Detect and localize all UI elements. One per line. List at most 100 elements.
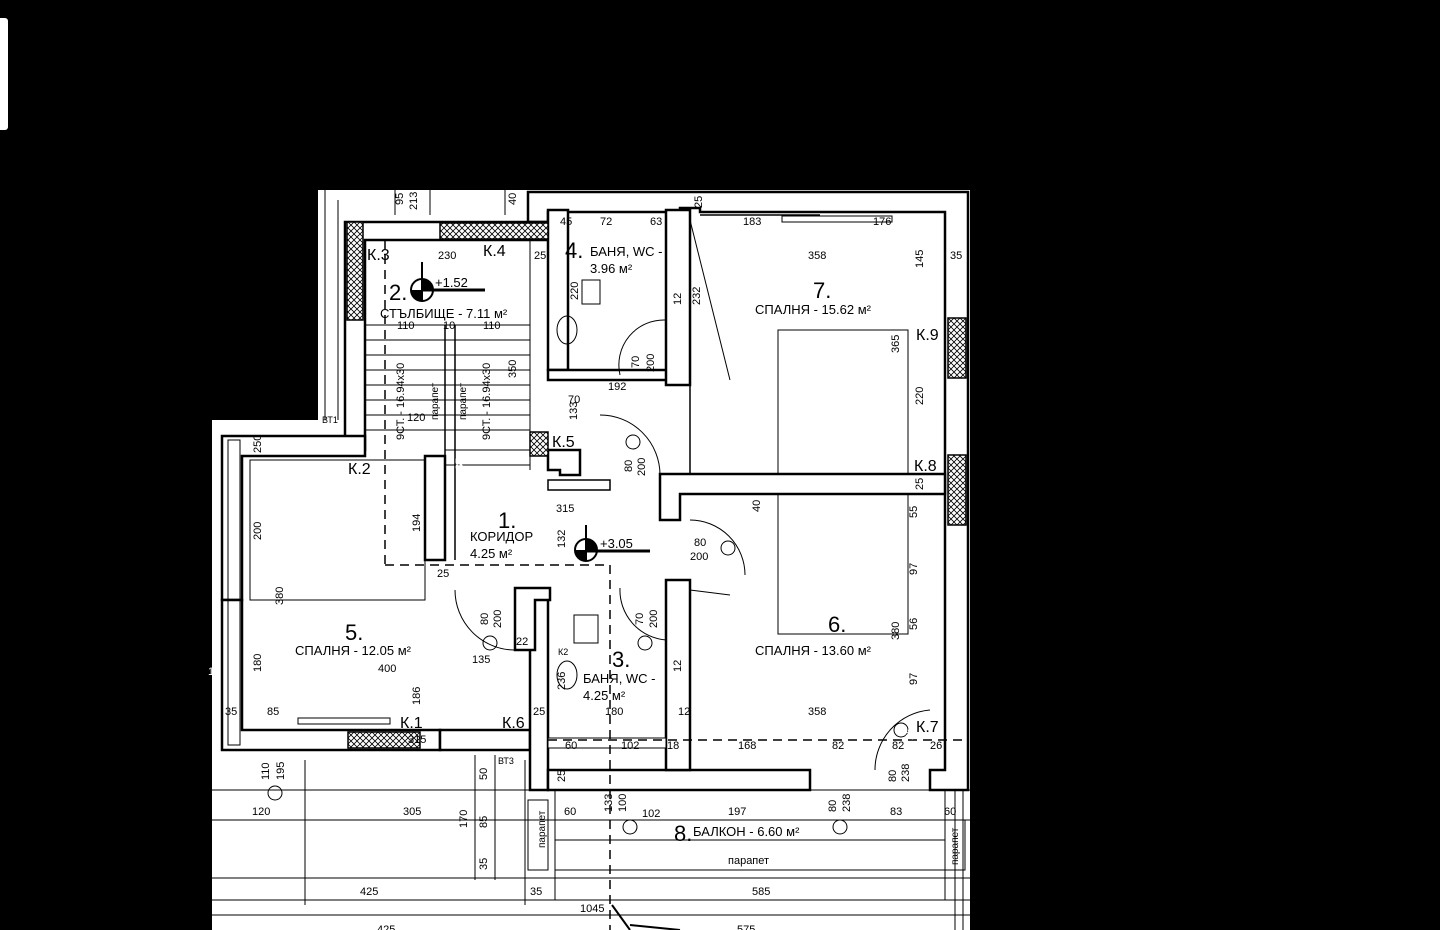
- dim-partial-0: 1: [208, 666, 214, 678]
- label-bt3: ВТ3: [498, 756, 514, 766]
- dim-110-v: 110: [260, 762, 272, 780]
- dim-35-a: 35: [950, 250, 962, 262]
- dim-200-d: 200: [492, 610, 504, 628]
- dim-132: 132: [556, 530, 568, 548]
- dim-95: 95: [394, 193, 406, 205]
- dim-102-b: 102: [642, 808, 660, 820]
- room-3-area: 4.25 м²: [583, 688, 626, 703]
- dim-230: 230: [438, 250, 456, 262]
- dim-176: 176: [873, 216, 891, 228]
- dim-82-a: 82: [832, 740, 844, 752]
- dim-120-b: 120: [252, 806, 270, 818]
- dim-25-d: 25: [914, 478, 926, 490]
- dim-192: 192: [608, 381, 626, 393]
- dimension-texts: 45 72 63 183 176 230 25 358 35 110 10 11…: [208, 216, 962, 930]
- dim-18: 18: [667, 740, 679, 752]
- room-1-area: 4.25 м²: [470, 546, 513, 561]
- label-parapet-balcony: парапет: [728, 855, 769, 867]
- label-k8: К.8: [914, 458, 937, 475]
- dim-120: 120: [407, 412, 425, 424]
- dim-194: 194: [411, 514, 423, 532]
- dim-40-top: 40: [507, 193, 519, 205]
- dimension-texts-vertical: 95 213 40 25 145 220 232 12 365 220 350 …: [252, 192, 926, 870]
- dim-200-c: 200: [252, 522, 264, 540]
- dim-60-a: 60: [565, 740, 577, 752]
- label-k3: К.3: [367, 247, 390, 264]
- window-edge-marker: [0, 18, 8, 130]
- dim-102-a: 102: [621, 740, 639, 752]
- room-1-number: 1.: [498, 508, 516, 533]
- dim-25-a: 25: [534, 250, 546, 262]
- dim-133-b: 133: [603, 794, 615, 812]
- dim-85-a: 85: [267, 706, 279, 718]
- dim-60-c: 60: [944, 806, 956, 818]
- dim-400: 400: [378, 663, 396, 675]
- dim-200-corr: 200: [690, 551, 708, 563]
- dim-365: 365: [890, 335, 902, 353]
- label-bt1: ВТ1: [322, 415, 338, 425]
- level-stair-text: +1.52: [435, 275, 468, 290]
- dim-75: 35: [454, 458, 466, 470]
- room-2-number: 2.: [389, 280, 407, 305]
- dim-232: 232: [691, 287, 703, 305]
- dim-35-b: 35: [225, 706, 237, 718]
- door-swings: [267, 319, 931, 835]
- dim-200-e: 200: [648, 610, 660, 628]
- label-stairs-b: 9СТ. - 16.94x30: [481, 363, 493, 440]
- dim-133-a: 133: [568, 402, 580, 420]
- dim-82-b: 82: [892, 740, 904, 752]
- room-4-area: 3.96 м²: [590, 261, 633, 276]
- dim-180: 180: [605, 706, 623, 718]
- room-7-name: СПАЛНЯ - 15.62 м²: [755, 302, 872, 317]
- dim-186: 186: [411, 687, 423, 705]
- dim-25-b: 25: [437, 568, 449, 580]
- dim-60-b: 60: [564, 806, 576, 818]
- dim-315-corr: 315: [556, 503, 574, 515]
- dim-220: 220: [914, 387, 926, 405]
- label-k5: К.5: [552, 434, 575, 451]
- dim-70-b: 70: [634, 613, 646, 625]
- label-k2-small: К2: [558, 647, 568, 657]
- dim-170: 170: [458, 810, 470, 828]
- label-parapet-right: парапет: [950, 827, 961, 865]
- dim-110-a: 110: [397, 320, 415, 332]
- dim-63: 63: [650, 216, 662, 228]
- dim-75-door: 25: [904, 728, 916, 740]
- label-k4: К.4: [483, 243, 506, 260]
- level-marker-corridor: [574, 525, 650, 562]
- dim-83: 83: [890, 806, 902, 818]
- dim-135: 135: [472, 654, 490, 666]
- room-6-number: 6.: [828, 612, 846, 637]
- dim-200-a: 200: [645, 354, 657, 372]
- room-8-number: 8.: [674, 821, 692, 846]
- dim-145: 145: [914, 250, 926, 268]
- dim-55: 55: [908, 506, 920, 518]
- room-5-name: СПАЛНЯ - 12.05 м²: [295, 643, 412, 658]
- columns: [346, 221, 967, 749]
- dim-168: 168: [738, 740, 756, 752]
- dim-110-b: 110: [483, 320, 501, 332]
- dim-45: 45: [560, 216, 572, 228]
- label-stairs-a: 9СТ. - 16.94x30: [395, 363, 407, 440]
- dim-97-a: 97: [908, 563, 920, 575]
- dim-70-a: 70: [630, 356, 642, 368]
- dim-12-c: 12: [672, 660, 684, 672]
- dim-236: 236: [556, 672, 568, 690]
- dim-220-bath: 220: [569, 282, 581, 300]
- dim-25-top: 25: [693, 196, 705, 208]
- label-parapet-left: парапет: [537, 810, 548, 848]
- interior-walls: [423, 208, 947, 772]
- dim-585: 585: [752, 886, 770, 898]
- dim-180-v: 180: [252, 654, 264, 672]
- dim-425-a: 425: [360, 886, 378, 898]
- dim-10: 10: [443, 320, 455, 332]
- dim-183: 183: [743, 216, 761, 228]
- room-6-name: СПАЛНЯ - 13.60 м²: [755, 643, 872, 658]
- room-3-number: 3.: [612, 647, 630, 672]
- level-marker-stair: [410, 262, 485, 302]
- dim-80-corr: 80: [694, 537, 706, 549]
- dim-40-b: 40: [751, 500, 763, 512]
- dim-425-b: 425: [377, 924, 395, 930]
- dim-195: 195: [275, 762, 287, 780]
